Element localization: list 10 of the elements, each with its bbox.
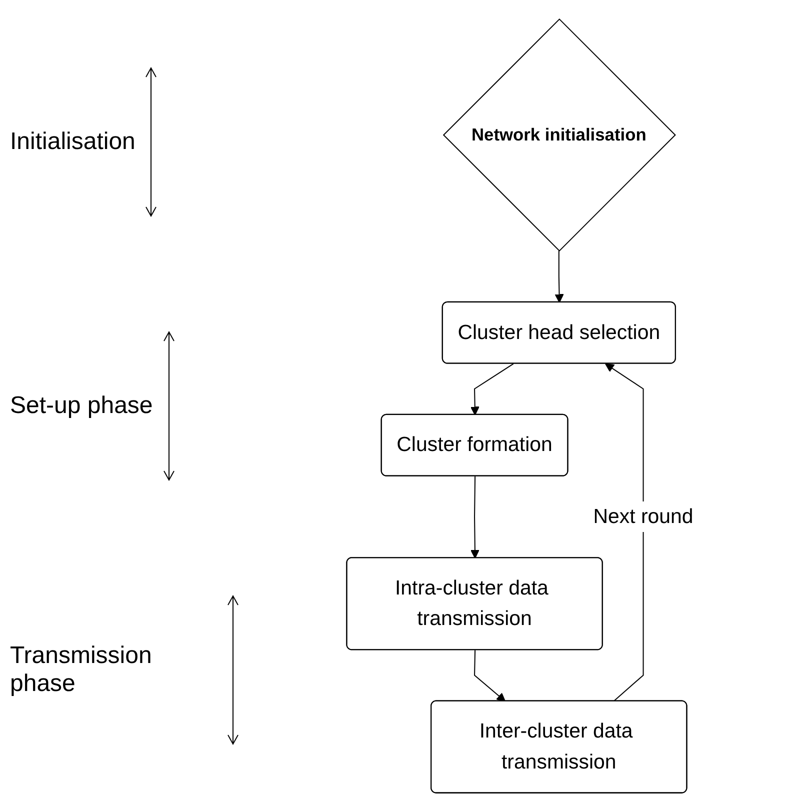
phase-label: Transmission phase [10,642,153,698]
arrow [554,250,564,303]
edge-label: Next round [593,505,694,528]
arrow [470,363,514,416]
phase-label: Set-up phase [10,392,153,420]
arrow [605,363,644,702]
arrow [474,650,506,702]
arrow [470,476,480,559]
node-diamond: Network initialisation [442,18,676,252]
phase-label: Initialisation [10,128,136,156]
